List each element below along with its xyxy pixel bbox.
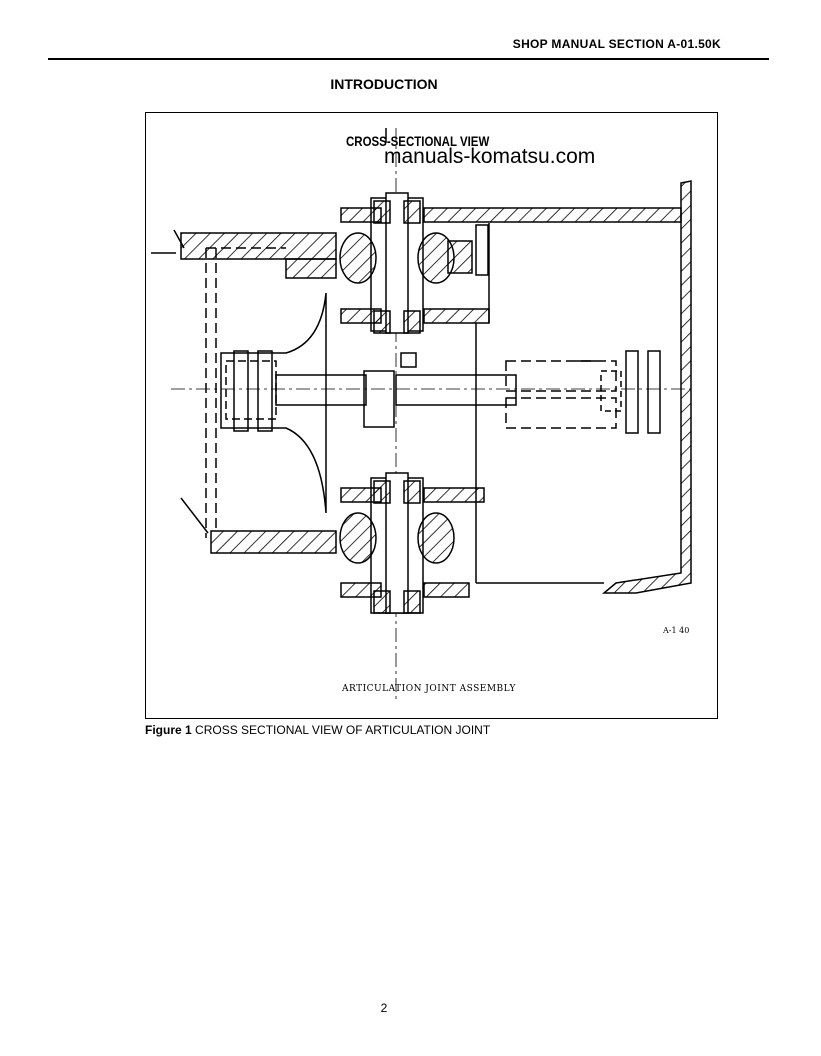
- watermark-text: manuals-komatsu.com: [384, 145, 596, 168]
- figure-caption-text: CROSS SECTIONAL VIEW OF ARTICULATION JOI…: [191, 723, 491, 737]
- articulation-joint-drawing: [151, 128, 692, 703]
- page-number: 2: [380, 1001, 388, 1015]
- header-rule: [48, 58, 769, 60]
- figure-caption-label: Figure 1: [145, 723, 192, 737]
- figure-caption: Figure 1 CROSS SECTIONAL VIEW OF ARTICUL…: [145, 723, 490, 737]
- figure-frame: CROSS-SECTIONAL VIEW manuals-komatsu.com…: [145, 112, 718, 719]
- manual-section-header: SHOP MANUAL SECTION A-01.50K: [512, 37, 721, 51]
- drawing-number: A-1 40: [663, 626, 690, 635]
- page-title: INTRODUCTION: [330, 76, 438, 92]
- figure-heading: CROSS-SECTIONAL VIEW: [346, 133, 490, 149]
- drawing-caption: ARTICULATION JOINT ASSEMBLY: [342, 684, 516, 694]
